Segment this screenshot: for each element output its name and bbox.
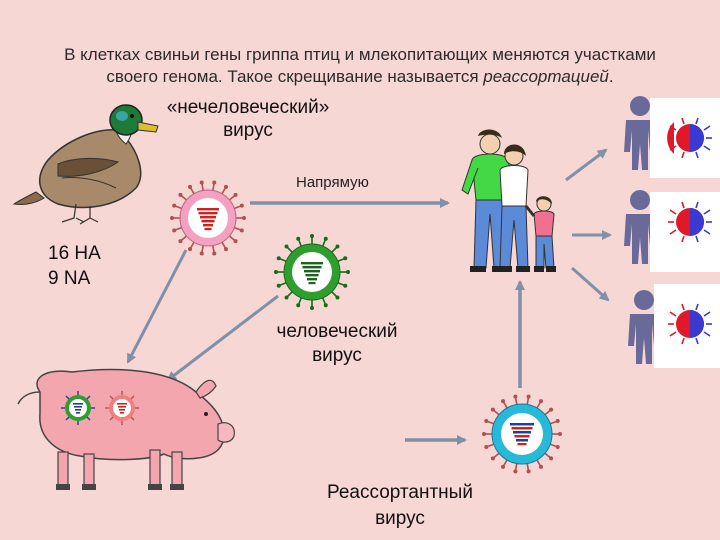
direct-label: Напрямую <box>296 174 369 191</box>
title-line-2-suffix: . <box>609 67 614 86</box>
reassortant-virus-label-line2: вирус <box>292 506 508 532</box>
title-line-2-term: реассортацией <box>483 67 609 86</box>
arrow-family-up <box>566 150 606 180</box>
family-icon <box>462 130 556 273</box>
nonhuman-virus-label: «нечеловеческий» вирус <box>138 96 358 142</box>
ha-count: 16 HA <box>48 241 101 266</box>
virus-icon-pig-avian <box>105 391 139 425</box>
reassortant-virus-label-line1: Реассортантный <box>292 480 508 506</box>
na-count: 9 NA <box>48 266 101 291</box>
virus-icon-reassortant <box>482 395 562 474</box>
infected-cell-icon-1 <box>650 98 720 178</box>
page-title: В клетках свиньи гены гриппа птиц и млек… <box>18 44 702 88</box>
nonhuman-virus-label-line1: «нечеловеческий» <box>138 96 358 119</box>
title-line-2-prefix: своего генома. Такое скрещивание называе… <box>106 67 483 86</box>
virus-icon-human <box>274 234 350 310</box>
human-virus-label-line1: человеческий <box>262 320 412 344</box>
duck-icon <box>14 105 158 224</box>
title-line-1: В клетках свиньи гены гриппа птиц и млек… <box>64 45 656 64</box>
pig-icon <box>18 369 234 490</box>
human-virus-label: человеческий вирус <box>262 320 412 368</box>
infected-cell-icon-2 <box>650 192 720 272</box>
antigen-count-label: 16 HA 9 NA <box>48 241 101 291</box>
virus-icon-pig-human <box>61 391 95 425</box>
virus-icon-avian <box>170 181 246 256</box>
infected-cell-icon-3 <box>654 284 720 368</box>
human-virus-label-line2: вирус <box>262 344 412 368</box>
arrow-family-down <box>572 268 608 300</box>
reassortant-virus-label: Реассортантный вирус <box>292 480 508 532</box>
arrow-duck-to-pig <box>128 250 186 362</box>
nonhuman-virus-label-line2: вирус <box>138 119 358 142</box>
